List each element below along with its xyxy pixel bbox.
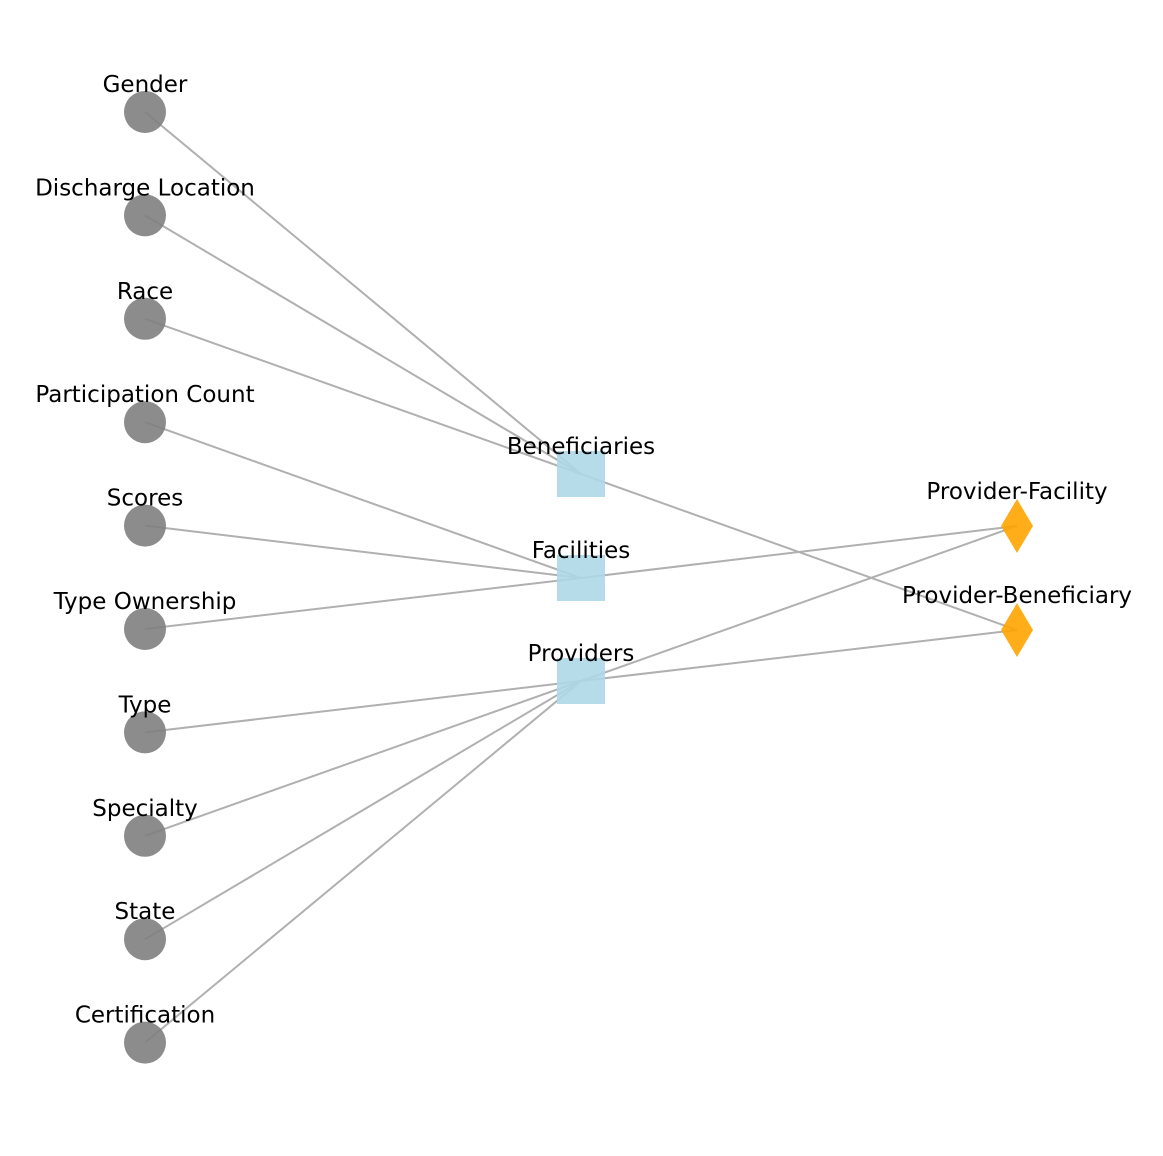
node-label-certification: Certification — [75, 1003, 215, 1029]
node-label-provider-beneficiary: Provider-Beneficiary — [902, 583, 1132, 609]
edge-layer — [144, 111, 1018, 1044]
node-label-scores: Scores — [107, 486, 183, 512]
attribute-node-scores — [124, 504, 166, 547]
edge-race-to-beneficiaries — [144, 317, 582, 475]
attribute-node-participation-count — [124, 401, 166, 444]
entity-node-beneficiaries — [557, 451, 605, 497]
edge-participation-count-to-facilities — [144, 421, 582, 579]
node-label-facilities: Facilities — [532, 538, 631, 564]
entity-node-providers — [557, 658, 605, 704]
node-label-state: State — [115, 899, 176, 925]
node-label-gender: Gender — [103, 72, 188, 98]
attribute-node-type-ownership — [124, 608, 166, 650]
edge-state-to-providers — [144, 680, 582, 941]
node-label-type-ownership: Type Ownership — [53, 589, 237, 615]
edge-providers-to-provider-beneficiary — [580, 629, 1018, 682]
node-label-beneficiaries: Beneficiaries — [507, 434, 655, 460]
node-label-specialty: Specialty — [92, 796, 198, 822]
edge-type-to-providers — [144, 680, 582, 734]
node-label-participation-count: Participation Count — [35, 382, 254, 408]
edge-scores-to-facilities — [144, 524, 582, 579]
attribute-node-type — [124, 711, 166, 754]
edge-type-ownership-to-facilities — [144, 577, 582, 630]
node-label-discharge-location: Discharge Location — [35, 175, 255, 201]
attribute-node-discharge-location — [124, 194, 166, 237]
edge-discharge-location-to-beneficiaries — [144, 214, 582, 475]
node-label-provider-facility: Provider-Facility — [926, 479, 1107, 505]
edge-gender-to-beneficiaries — [144, 111, 582, 475]
attribute-node-state — [124, 918, 166, 961]
edge-certification-to-providers — [144, 680, 582, 1044]
attribute-node-race — [124, 297, 166, 340]
node-layer — [124, 91, 1033, 1064]
edge-providers-to-provider-facility — [580, 525, 1018, 682]
relation-node-provider-facility — [1001, 499, 1033, 553]
relation-node-provider-beneficiary — [1001, 603, 1033, 657]
node-label-providers: Providers — [528, 641, 635, 667]
attribute-node-certification — [124, 1021, 166, 1064]
edge-beneficiaries-to-provider-beneficiary — [580, 473, 1018, 631]
node-label-race: Race — [117, 279, 173, 305]
attribute-node-specialty — [124, 814, 166, 857]
attribute-node-gender — [124, 91, 166, 133]
entity-node-facilities — [557, 555, 605, 601]
node-label-type: Type — [118, 692, 172, 718]
edge-specialty-to-providers — [144, 680, 582, 837]
